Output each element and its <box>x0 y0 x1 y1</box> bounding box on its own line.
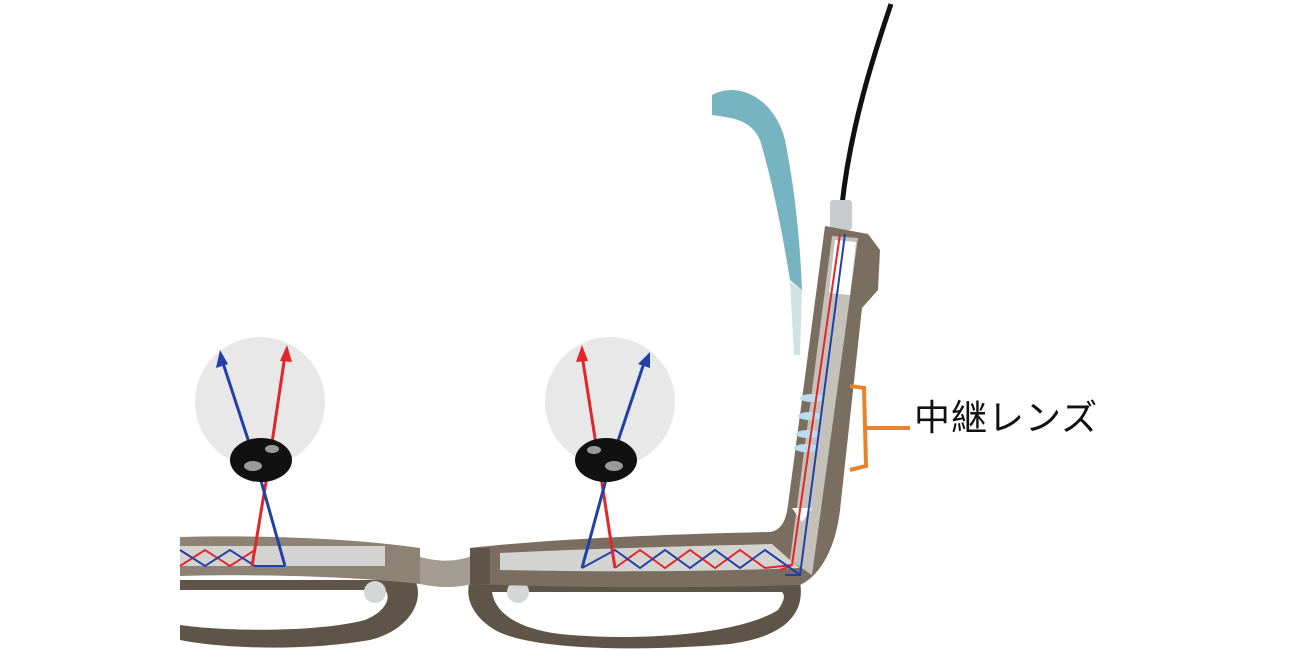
relay-lenses <box>794 394 824 452</box>
earpiece <box>712 90 802 290</box>
temple-display-window <box>829 240 856 295</box>
red-arrowhead-left <box>280 345 292 362</box>
blue-ray-guide-right <box>581 548 801 576</box>
left-nose-pad <box>364 581 386 603</box>
cable <box>839 3 894 206</box>
red-arrowhead-right <box>576 345 588 362</box>
right-nose-pad <box>507 581 529 603</box>
blue-ray-guide-left <box>179 548 285 568</box>
left-pupil <box>230 438 292 482</box>
temple-output-prism <box>792 508 812 522</box>
left-lens-rim <box>180 580 418 648</box>
relay-lens-label: 中継レンズ <box>914 398 1099 439</box>
blue-arrowhead-right <box>638 352 650 368</box>
bridge <box>420 556 472 587</box>
right-pupil <box>575 438 637 482</box>
right-frame-end-piece <box>470 548 490 584</box>
relay-lens-bracket <box>849 384 910 472</box>
cable-connector <box>830 200 852 230</box>
temple-lightguide <box>790 236 858 575</box>
right-lens-rim <box>468 580 801 649</box>
blue-arrowhead-left <box>216 350 228 368</box>
earpiece-stem <box>790 282 802 355</box>
left-eye-globe <box>195 337 325 467</box>
